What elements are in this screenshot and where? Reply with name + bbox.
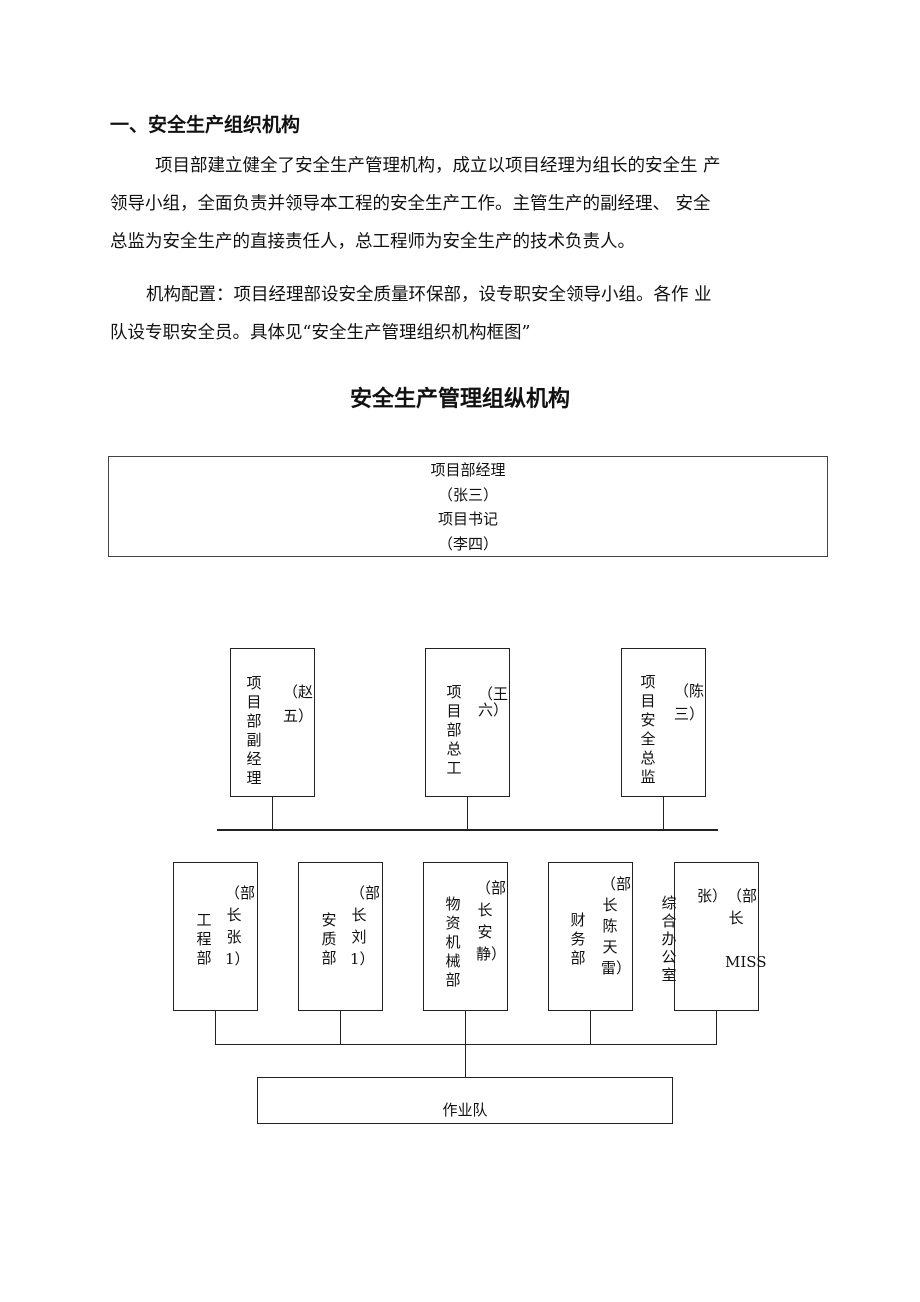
org-box-general-office: 张） （部长 MISS — [674, 862, 767, 1011]
org-box-person: 张） — [697, 887, 728, 905]
top-box-line-2: （张三） — [437, 485, 498, 504]
paragraph-1-line-1: 项目部建立健全了安全生产管理机构，成立以项目经理为组长的安全生 产 — [155, 156, 721, 176]
org-box-label: 物资机械部 — [445, 895, 461, 989]
org-box-person: （部长张1） — [225, 884, 256, 968]
paragraph-2-line-2: 队设专职安全员。具体见“安全生产管理组织机构框图” — [110, 323, 531, 343]
org-box-safety-director: 项目安全总监 （陈三） — [621, 648, 706, 797]
org-chart-title: 安全生产管理组纵机构 — [349, 386, 570, 412]
org-box-person: （王六） — [478, 685, 509, 719]
general-office-label: 综合办公室 — [661, 894, 677, 984]
connector — [663, 796, 664, 830]
org-box-person: （部长陈天雷） — [601, 875, 632, 977]
project-manager-box: 项目部经理 （张三） 项目书记 （李四） — [108, 456, 828, 557]
org-box-label: 财务部 — [570, 911, 586, 967]
org-box-finance-dept: 财务部 （部长陈天雷） — [548, 862, 633, 1011]
top-box-line-3: 项目书记 — [437, 510, 498, 528]
connector — [340, 1010, 341, 1045]
org-box-label: 项目部副经理 — [246, 674, 262, 787]
connector — [467, 796, 468, 830]
section-heading: 一、安全生产组织机构 — [110, 114, 301, 136]
org-box-title: （部长 — [727, 887, 758, 927]
connector — [590, 1010, 591, 1045]
org-box-extra: MISS — [725, 953, 767, 971]
org-box-label: 项目安全总监 — [640, 673, 656, 786]
connector — [465, 1010, 466, 1077]
paragraph-2-line-1: 机构配置：项目经理部设安全质量环保部，设专职安全领导小组。各作 业 — [146, 285, 712, 305]
paragraph-1-line-2: 领导小组，全面负责并领导本工程的安全生产工作。主管生产的副经理、 安全 — [110, 194, 711, 214]
org-box-label: 项目部总工 — [446, 683, 462, 777]
org-box-person: （部长刘1） — [350, 884, 381, 968]
work-team-label: 作业队 — [442, 1101, 488, 1119]
org-box-safety-quality-dept: 安质部 （部长刘1） — [298, 862, 383, 1011]
connector — [272, 796, 273, 830]
paragraph-2: 机构配置：项目经理部设安全质量环保部，设专职安全领导小组。各作 业 队设专职安全… — [110, 276, 830, 352]
connector — [716, 1010, 717, 1045]
horizontal-bus-line — [217, 829, 718, 831]
org-box-label: 安质部 — [321, 911, 337, 967]
org-box-person: （赵五） — [283, 683, 314, 725]
org-box-engineering-dept: 工程部 （部长张1） — [173, 862, 258, 1011]
org-box-chief-engineer: 项目部总工 （王六） — [425, 648, 510, 797]
paragraph-1-line-3: 总监为安全生产的直接责任人，总工程师为安全生产的技术负责人。 — [110, 232, 635, 252]
connector — [215, 1010, 216, 1045]
work-team-box: 作业队 — [257, 1077, 673, 1124]
org-box-person: （陈三） — [674, 682, 705, 723]
org-box-deputy-manager: 项目部副经理 （赵五） — [230, 648, 315, 797]
top-box-line-1: 项目部经理 — [430, 461, 506, 479]
org-box-person: （部长安静） — [476, 879, 507, 963]
paragraph-1: 项目部建立健全了安全生产管理机构，成立以项目经理为组长的安全生 产 领导小组，全… — [110, 147, 830, 261]
horizontal-bus-line — [215, 1044, 717, 1045]
org-box-materials-dept: 物资机械部 （部长安静） — [423, 862, 508, 1011]
top-box-line-4: （李四） — [437, 534, 498, 553]
org-box-label: 工程部 — [196, 911, 212, 967]
